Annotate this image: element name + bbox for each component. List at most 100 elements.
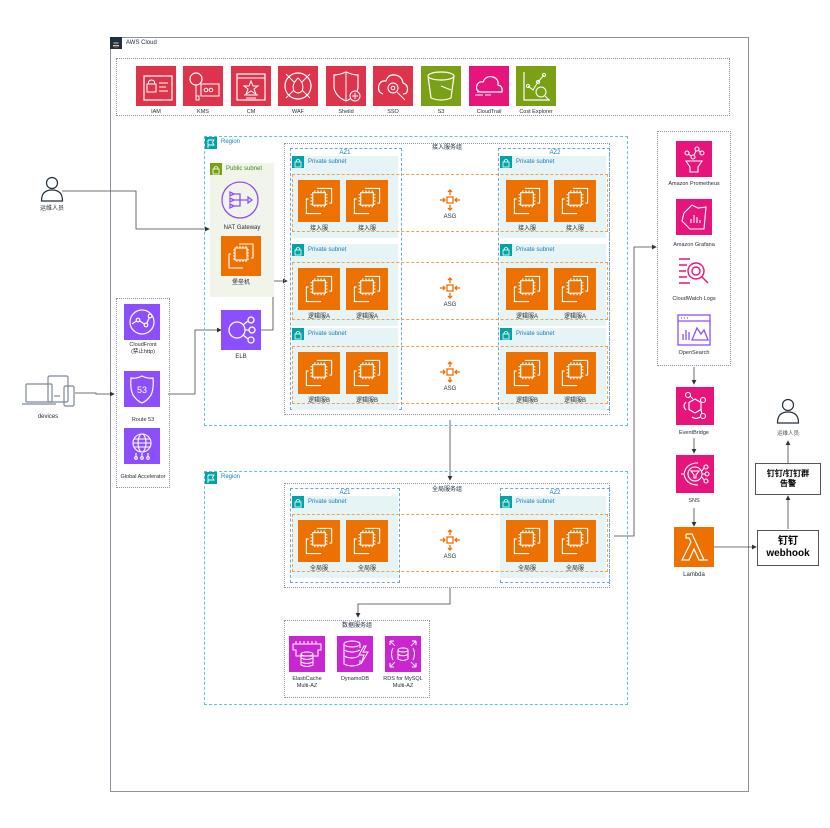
route53-label: Route 53 [131,417,155,423]
region-1 [204,136,628,426]
route53-glyph: 53 [137,385,147,395]
region-1-label: Region [221,139,241,145]
region2-row-asg-group [292,514,608,572]
private-subnet-lock-icon [292,244,304,256]
server-label: 逻辑服A [515,314,538,320]
server-label: 接入服 [517,226,536,232]
service-label-cloudtrail: CloudTrail [476,109,502,115]
sns-icon [676,455,714,493]
private-subnet-label: Private subnet [516,159,555,165]
webhook-line2: webhook [766,548,810,559]
private-subnet-lock-icon [500,156,512,168]
ec2-instance-icon [346,180,388,222]
server-label: 全局服 [357,566,376,572]
ec2-instance-icon [506,520,548,562]
grafana-icon [676,199,712,235]
server-label: 逻辑服A [355,314,378,320]
prometheus-icon [676,141,712,177]
asg-label: ASG [443,214,457,220]
private-subnet-lock-icon [500,328,512,340]
sso-cloud-key-icon [373,66,413,106]
line-edge-to-elb [168,327,222,395]
ops-staff-label-right: 运维人员 [776,431,799,437]
edge-services-group [116,298,170,488]
ec2-instance-icon [506,268,548,310]
grafana-label: Amazon Grafana [673,242,715,248]
service-label-waf: WAF [291,109,304,115]
private-subnet-label: Private subnet [516,247,555,253]
ec2-instance-icon [346,268,388,310]
ec2-instance-icon [298,180,340,222]
region-flag-icon [205,137,217,149]
private-subnet-label: Private subnet [308,247,347,253]
server-label: 全局服 [565,566,584,572]
cloudfront-icon [124,304,160,340]
region2-az1-label: AZ1 [339,490,351,496]
iam-icon [136,66,176,106]
waf-firewall-icon [278,66,318,106]
eventbridge-icon [676,387,714,425]
asg-label: ASG [443,554,457,560]
line-global-to-data [355,588,451,618]
region2-az1 [290,488,400,583]
cloudtrail-icon [469,66,509,106]
server-label: 接入服 [357,226,376,232]
ec2-instance-icon [554,268,596,310]
route53-icon: 53 [124,371,160,407]
region1-az2-label: AZ2 [549,150,561,156]
global-service-group-label: 全局服务组 [431,487,462,493]
server-label: 全局服 [517,566,536,572]
asg-label: ASG [443,302,457,308]
aws-cloud-title: AWS Cloud [126,40,157,46]
alarm-line2: 告警 [780,479,796,488]
public-subnet-lock-icon [210,163,222,175]
aws-cloud-group [110,37,749,792]
nat-gateway-label: NAT Gateway [223,225,261,231]
shield-icon [326,66,366,106]
region1-az1-label: AZ1 [339,150,351,156]
auto-scaling-icon [438,188,462,212]
service-label-sso: SSO [387,109,399,115]
line-devices-to-edge [75,391,115,397]
region1-row1-asg-group [292,174,608,232]
lambda-icon [674,527,714,567]
private-subnet-label: Private subnet [308,159,347,165]
service-label-sheild: Sheild [338,109,354,115]
ops-staff-label-left: 运维人员 [39,206,64,212]
access-service-group-label: 接入服务组 [431,145,462,151]
private-subnet-lock-icon [292,156,304,168]
service-label-s3: S3 [437,109,445,115]
dynamodb-icon [337,636,373,672]
private-subnet-lock-icon [500,244,512,256]
public-subnet-label: Public subnet [226,166,263,172]
ec2-instance-icon [554,520,596,562]
server-label: 逻辑服A [307,314,330,320]
private-subnet-label: Private subnet [516,331,555,337]
private-subnet-label: Private subnet [516,499,555,505]
private-subnet-lock-icon [500,496,512,508]
private-subnet-label: Private subnet [308,499,347,505]
service-label-cm: CM [246,109,256,115]
ec2-instance-icon [346,352,388,394]
region-2-label: Region [221,474,241,480]
data-service-group-label: 数据服务组 [341,623,372,629]
opensearch-label: OpenSearch [678,350,710,356]
kms-key-icon [183,66,223,106]
webhook-line1: 钉钉 [778,536,798,547]
asg-label: ASG [443,386,457,392]
lambda-label: Lambda [683,572,705,578]
line-elb-to-access [257,278,288,331]
ec2-instance-icon [298,352,340,394]
aws-cloud-icon [110,37,122,49]
service-label-cost-explorer: Cost Explorer [519,109,553,115]
ec2-instance-icon [506,352,548,394]
dingtalk-webhook-box: 钉钉 webhook [757,530,819,566]
global-accelerator-icon [124,428,160,464]
server-label: 逻辑服B [563,398,586,404]
bastion-ec2-icon [221,236,261,276]
region1-row2-asg-group [292,262,608,320]
ec2-instance-icon [554,352,596,394]
s3-bucket-icon [421,66,461,106]
server-label: 接入服 [565,226,584,232]
